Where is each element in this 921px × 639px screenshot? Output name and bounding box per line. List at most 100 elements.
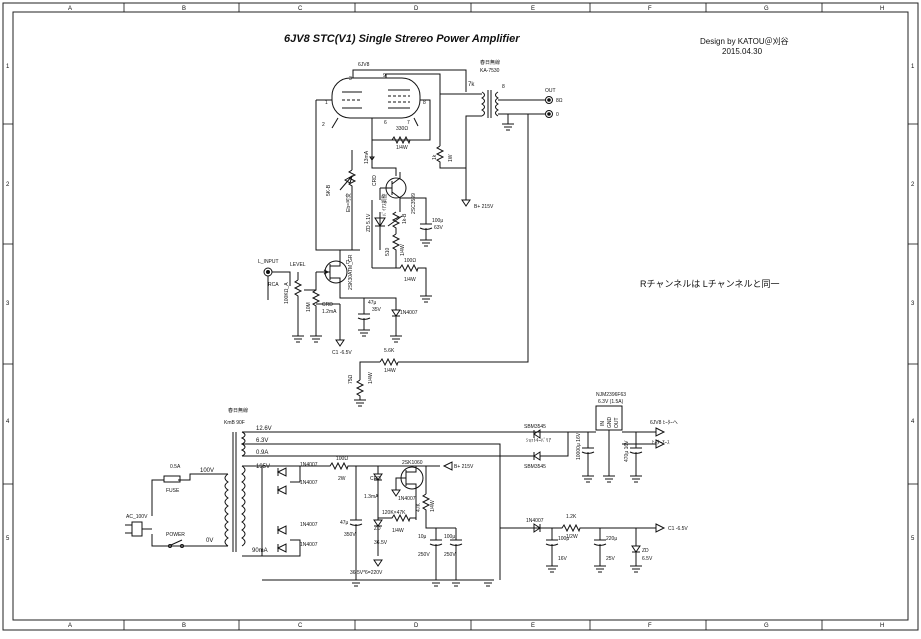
ac-plug [125,521,152,537]
neg-c100u-value: 100μ [558,536,569,542]
row-label-5-left: 5 [6,536,10,542]
output-hot-terminal: 8Ω [556,98,563,104]
row-label-2-right: 2 [911,182,915,188]
crd2-current: 1.2mA [322,309,337,315]
designer-credit: Design by KATOU＠刈谷 [700,36,789,46]
power-switch[interactable] [168,539,184,548]
neg-c1-output-label: C1 -6.5V [668,526,688,532]
otx-model: KA-7530 [480,68,500,74]
neg-c100u-volt: 16V [558,556,568,562]
neg-zd-volt: 6.5V [642,556,653,562]
output-label: OUT [545,88,556,94]
col-label-g-top: G [764,6,769,12]
zd-chain-label: 36.5V*6=220V [350,570,383,576]
level-value: 100KΩ_A [284,282,290,304]
col-label-h-top: H [880,6,884,12]
fet-label: 2SK30ATM_GR [348,254,354,290]
output-transformer [481,90,499,118]
col-label-f-bottom: F [648,623,652,629]
row-label-1-left: 1 [6,64,10,70]
neg-zd-label: ZD [642,548,649,554]
fuse-rating: 0.5A [170,464,181,470]
psu-r100-watt: 2W [338,476,346,482]
d1n4007-label: 1N4007 [400,310,418,316]
power-supply-section: 春日無線 KmB 90F 12.6V 6.3V 0.9A 195V 100V 0… [125,392,688,587]
r-cathode-watt: 1/4W [368,372,374,384]
amplifier-section: 6JV8 3 9 1 8 2 6 7 春日無線 KA-7530 7k 8 [258,59,563,407]
ccs-current-label: 13mA [364,150,370,164]
vr-5k-note: Eb=可変 [345,193,352,212]
otx-secondary-tap: 8 [502,84,505,90]
col-label-e-top: E [531,6,535,12]
psu-c10u-value: 10μ [418,534,427,540]
bridge-d1: 1N4007 [300,462,318,468]
tap-0v: 0V [206,538,213,544]
r-gate-label: 10M [306,302,312,312]
reg-pin-gnd: GND [607,417,613,429]
r-nfb-watt: 1/4W [384,368,396,374]
r-nfb-value: 5.6K [384,348,395,354]
output-cold-terminal: 0 [556,112,559,118]
tube-pin-3: 3 [349,76,352,82]
c100u-volt: 63V [434,225,444,231]
tap-63v: 6.3V [256,438,268,444]
r510-value: 510 [385,247,391,256]
tap-126v: 12.6V [256,426,272,432]
crd1-label: CRD [372,175,378,186]
psu-c100u-volt: 250V [444,552,456,558]
c-reg-label: 470μ 16V [624,440,630,462]
tap-09a: 0.9A [256,450,268,456]
input-label: L_INPUT [258,259,279,265]
r-cathode-value: 75Ω [348,374,354,384]
col-label-b-top: B [182,6,186,12]
psu-r47k-watt: 1/4W [430,500,436,512]
row-label-5-right: 5 [911,536,915,542]
r100-value: 100Ω [404,258,416,264]
row-label-2-left: 2 [6,182,10,188]
amp-bplus-label: B+ 215V [474,204,494,210]
col-label-h-bottom: H [880,623,884,629]
transistor-2sc3599 [380,172,407,212]
r100-watt: 1/4W [404,277,416,283]
psu-r120k-watt: 1/4W [392,528,404,534]
tap-195v: 195V [256,464,270,470]
jfet-2sk30 [316,258,348,290]
col-label-d-top: D [414,6,419,12]
neg-c220u-value: 220μ [606,536,617,542]
row-label-4-left: 4 [6,419,10,425]
fuse-label: FUSE [166,488,180,494]
fuse [163,475,181,483]
crd2-label: CRD [322,302,333,308]
reg-model: NJM2396F63 [596,392,626,398]
reg-output: 6.3V (1.5A) [598,399,624,405]
otx-maker: 春日無線 [480,59,500,66]
tap-100v: 100V [200,468,214,474]
psu-c10u-volt: 250V [418,552,430,558]
neg-r12k-watt: 1/2W [566,534,578,540]
vr-1k-label: 1k-B [402,213,408,224]
sbd2-label: SBM3545 [524,464,546,470]
tube-pin-6: 6 [384,120,387,126]
otx-primary-impedance: 7k [468,82,475,88]
tap-90ma: 90mA [252,548,268,554]
bridge-d4: 1N4007 [300,542,318,548]
schematic-title: 6JV8 STC(V1) Single Strereo Power Amplif… [284,33,520,45]
channel-note: Rチャンネルは Lチャンネルと同一 [640,279,779,289]
col-label-e-bottom: E [531,623,535,629]
heater-ground-label: ﾋｰﾀｰｱｰｽ [652,440,670,446]
psu-c100u-value: 100μ [444,534,455,540]
c47-volt: 35V [372,307,382,313]
r-feedback-value: 330Ω [396,126,408,132]
col-label-b-bottom: B [182,623,186,629]
c47-value: 47μ [368,300,377,306]
ptx-maker: 春日無線 [228,407,248,414]
psu-r47k-value: 47K [416,502,422,512]
tube-pin-1: 1 [325,100,328,106]
row-label-3-left: 3 [6,301,10,307]
psu-bplus-label: B+ 215V [454,464,474,470]
psu-crd-label: CRD [370,476,381,482]
sbd1-note: ｼｮｯﾄｷｰﾊﾞﾘｱ [526,437,552,444]
heater-out-label: 6JV8 ﾋｰﾀｰへ [650,420,678,426]
